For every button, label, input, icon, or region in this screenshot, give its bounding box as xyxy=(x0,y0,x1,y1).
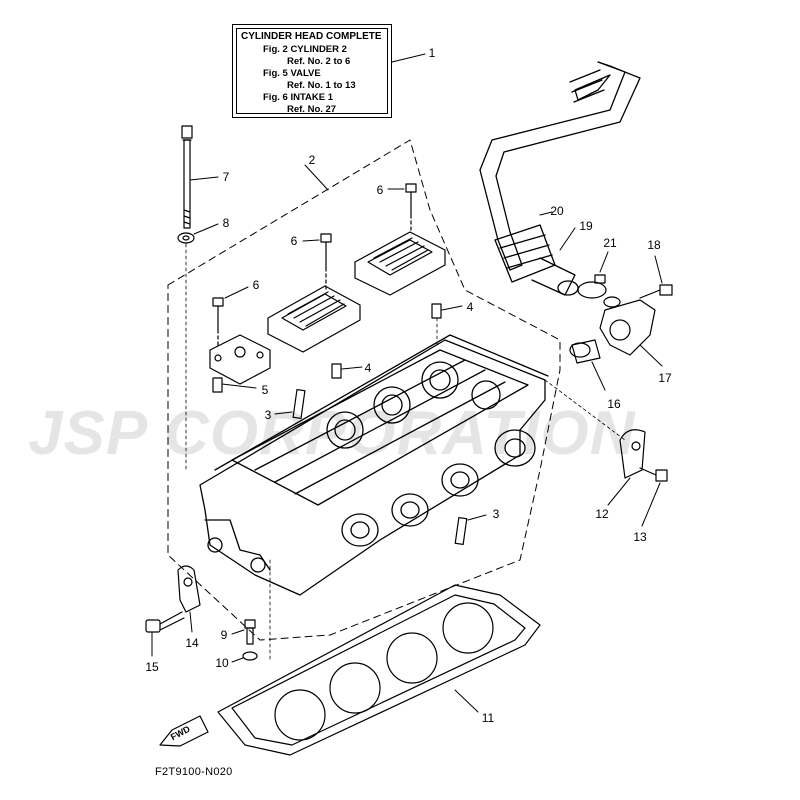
callout-21: 21 xyxy=(603,236,617,250)
stud-3b-drawing xyxy=(454,516,468,546)
callout-8: 8 xyxy=(222,216,230,230)
reference-box: CYLINDER HEAD COMPLETE Fig. 2 CYLINDER 2… xyxy=(232,24,392,118)
callout-9: 9 xyxy=(220,628,228,642)
bolt-6b-drawing xyxy=(320,233,332,291)
ref-line-4: Fig. 5 VALVE xyxy=(263,68,321,79)
leader-8 xyxy=(193,223,219,235)
callout-2: 2 xyxy=(308,153,316,167)
cam-cap-b xyxy=(267,285,361,353)
thermostat-16-drawing xyxy=(569,339,601,364)
washer-10-drawing xyxy=(242,651,258,661)
callout-5: 5 xyxy=(261,383,269,397)
ref-line-6: Fig. 6 INTAKE 1 xyxy=(263,92,334,103)
plate-12-drawing xyxy=(619,429,646,479)
callout-6a: 6 xyxy=(376,183,384,197)
callout-1: 1 xyxy=(428,46,436,60)
bolt-13-drawing xyxy=(639,467,668,482)
bolt-18-drawing xyxy=(639,284,673,299)
callout-11: 11 xyxy=(481,711,495,725)
figure-code: F2T9100-N020 xyxy=(155,766,233,778)
callout-15: 15 xyxy=(145,660,159,674)
dowel-4b-drawing xyxy=(331,363,342,379)
stud-3a-drawing xyxy=(292,388,306,420)
bearing-cap-c xyxy=(209,334,271,385)
ref-line-5: Ref. No. 1 to 13 xyxy=(287,80,356,91)
leader-7 xyxy=(189,176,219,181)
ref-line-3: Ref. No. 2 to 6 xyxy=(287,56,351,67)
callout-7: 7 xyxy=(222,170,230,184)
washer-8-drawing xyxy=(177,232,195,244)
cylinder-head-body xyxy=(199,334,549,596)
bolt-15-drawing xyxy=(145,611,185,633)
bolt-6c-drawing xyxy=(212,297,224,346)
ref-title: CYLINDER HEAD COMPLETE xyxy=(241,31,382,42)
hose-drawing xyxy=(479,61,641,296)
cam-cap-a xyxy=(354,231,446,296)
gasket-11-drawing xyxy=(217,584,541,756)
callout-6c: 6 xyxy=(252,278,260,292)
callout-17: 17 xyxy=(658,371,672,385)
callout-18: 18 xyxy=(647,238,661,252)
callout-6b: 6 xyxy=(290,234,298,248)
callout-20: 20 xyxy=(550,204,564,218)
dowel-5-drawing xyxy=(212,377,223,393)
dowel-4a-drawing xyxy=(431,303,442,319)
clamp-21-drawing xyxy=(577,274,607,299)
callout-19: 19 xyxy=(579,219,593,233)
plate-14-drawing xyxy=(177,565,201,613)
callout-16: 16 xyxy=(607,397,621,411)
leader-2 xyxy=(304,164,329,191)
ref-line-2: Fig. 2 CYLINDER 2 xyxy=(263,44,347,55)
ref-line-7: Ref. No. 27 xyxy=(287,104,337,115)
callout-10: 10 xyxy=(215,656,229,670)
bolt-6a-drawing xyxy=(405,183,417,233)
callout-3a: 3 xyxy=(264,408,272,422)
callout-3b: 3 xyxy=(492,507,500,521)
callout-4a: 4 xyxy=(466,300,474,314)
fitting-17-drawing xyxy=(599,296,656,356)
bolt-7-drawing xyxy=(181,125,193,229)
callout-4b: 4 xyxy=(364,361,372,375)
leader-1 xyxy=(391,53,426,63)
fwd-arrow xyxy=(159,715,209,747)
bolt-9-drawing xyxy=(244,619,256,645)
callout-12: 12 xyxy=(595,507,609,521)
callout-13: 13 xyxy=(633,530,647,544)
callout-14: 14 xyxy=(185,636,199,650)
